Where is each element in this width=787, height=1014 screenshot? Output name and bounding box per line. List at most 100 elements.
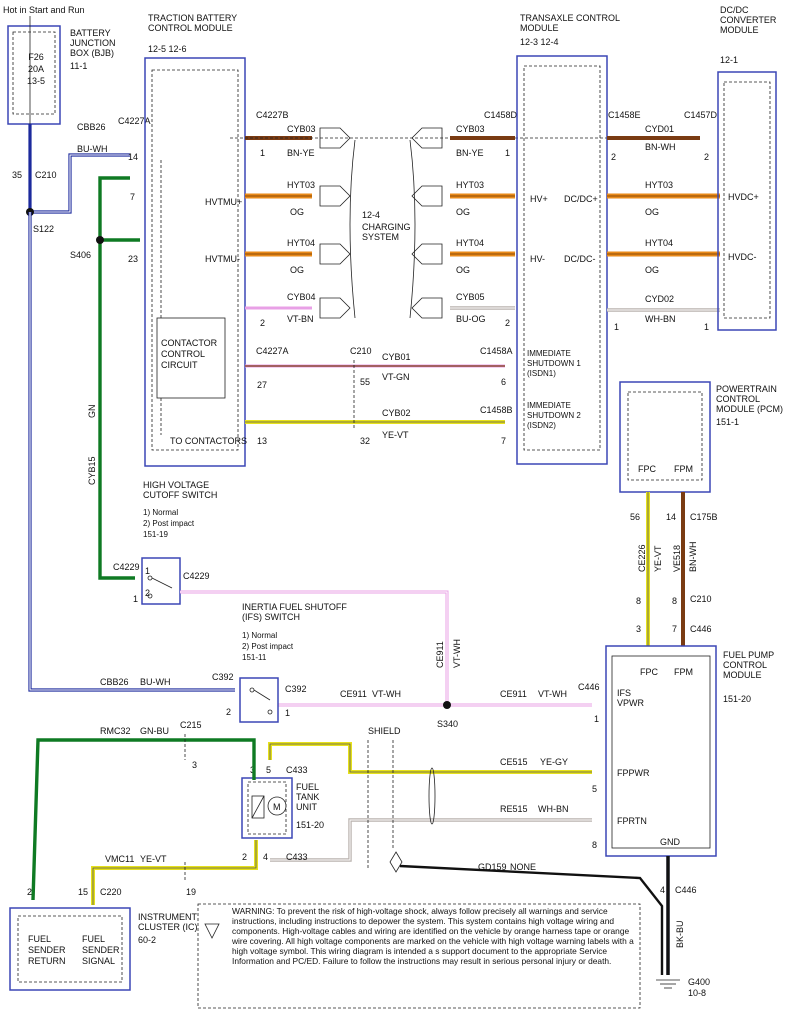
svg-text:7: 7 bbox=[501, 436, 506, 446]
bjb-box bbox=[7, 25, 61, 125]
splice-s340 bbox=[443, 701, 451, 709]
svg-text:151-20: 151-20 bbox=[723, 694, 751, 704]
svg-text:OG: OG bbox=[456, 265, 470, 275]
hv-cutoff-switch bbox=[141, 557, 181, 605]
svg-text:YE-VT: YE-VT bbox=[140, 854, 167, 864]
svg-text:12-4: 12-4 bbox=[362, 210, 380, 220]
svg-text:C220: C220 bbox=[100, 887, 122, 897]
svg-text:7: 7 bbox=[130, 192, 135, 202]
svg-text:C392: C392 bbox=[212, 672, 234, 682]
svg-text:6: 6 bbox=[501, 377, 506, 387]
svg-text:1: 1 bbox=[614, 322, 619, 332]
contactor-control-circuit bbox=[156, 317, 226, 399]
svg-text:12-1: 12-1 bbox=[720, 55, 738, 65]
svg-text:1) Normal: 1) Normal bbox=[143, 508, 178, 517]
svg-text:CYB05: CYB05 bbox=[456, 292, 485, 302]
svg-text:2: 2 bbox=[505, 318, 510, 328]
svg-text:1: 1 bbox=[145, 566, 150, 576]
svg-text:C1457D: C1457D bbox=[684, 110, 718, 120]
svg-text:7: 7 bbox=[672, 624, 677, 634]
svg-text:35: 35 bbox=[12, 170, 22, 180]
svg-text:S340: S340 bbox=[437, 719, 458, 729]
splice-s406 bbox=[96, 236, 104, 244]
svg-text:CE911: CE911 bbox=[500, 689, 527, 699]
svg-text:HYT03: HYT03 bbox=[456, 180, 484, 190]
svg-text:C210: C210 bbox=[35, 170, 57, 180]
svg-text:2: 2 bbox=[611, 152, 616, 162]
svg-text:5: 5 bbox=[266, 765, 271, 775]
svg-text:1: 1 bbox=[505, 148, 510, 158]
svg-text:1: 1 bbox=[133, 594, 138, 604]
svg-text:G400: G400 bbox=[688, 977, 710, 987]
svg-text:C446: C446 bbox=[675, 885, 697, 895]
svg-text:HV-: HV- bbox=[530, 254, 545, 264]
svg-text:FPC: FPC bbox=[640, 667, 659, 677]
svg-text:OG: OG bbox=[290, 207, 304, 217]
svg-text:2: 2 bbox=[27, 887, 32, 897]
bjb-ref: 13-5 bbox=[27, 76, 45, 86]
svg-text:151-11: 151-11 bbox=[242, 653, 267, 662]
svg-text:CE911: CE911 bbox=[435, 641, 445, 668]
instrument-cluster-box bbox=[9, 907, 131, 991]
svg-text:BU-WH: BU-WH bbox=[140, 677, 171, 687]
svg-text:HYT03: HYT03 bbox=[287, 180, 315, 190]
svg-text:151-1: 151-1 bbox=[716, 417, 739, 427]
svg-text:4: 4 bbox=[263, 852, 268, 862]
svg-text:12-3 12-4: 12-3 12-4 bbox=[520, 37, 559, 47]
tbcm-page: 12-5 12-6 bbox=[148, 44, 187, 54]
svg-text:C1458D: C1458D bbox=[484, 110, 518, 120]
svg-text:CYB01: CYB01 bbox=[382, 352, 411, 362]
svg-text:HYT03: HYT03 bbox=[645, 180, 673, 190]
svg-text:2) Post impact: 2) Post impact bbox=[242, 642, 294, 651]
svg-text:1) Normal: 1) Normal bbox=[242, 631, 277, 640]
svg-text:FPPWR: FPPWR bbox=[617, 768, 650, 778]
svg-text:C175B: C175B bbox=[690, 512, 718, 522]
svg-text:13: 13 bbox=[257, 436, 267, 446]
svg-text:BN-WH: BN-WH bbox=[645, 142, 676, 152]
svg-text:CYB02: CYB02 bbox=[382, 408, 411, 418]
svg-text:M: M bbox=[273, 802, 281, 812]
svg-text:GN: GN bbox=[87, 405, 97, 419]
svg-text:CYB04: CYB04 bbox=[287, 292, 316, 302]
svg-text:C4229: C4229 bbox=[183, 571, 210, 581]
warning-box bbox=[197, 903, 641, 1009]
svg-text:2: 2 bbox=[226, 707, 231, 717]
ifs-switch bbox=[239, 677, 279, 723]
bjb-page: 11-1 bbox=[70, 61, 87, 71]
svg-text:S122: S122 bbox=[33, 224, 54, 234]
svg-text:OG: OG bbox=[645, 207, 659, 217]
svg-text:C4227B: C4227B bbox=[256, 110, 289, 120]
svg-text:VMC11: VMC11 bbox=[105, 854, 134, 864]
warning-triangle-icon bbox=[204, 923, 220, 939]
svg-text:CYB03: CYB03 bbox=[456, 124, 485, 134]
svg-text:C433: C433 bbox=[286, 765, 308, 775]
fpcm-box bbox=[605, 645, 717, 857]
svg-text:YE-GY: YE-GY bbox=[540, 757, 568, 767]
svg-text:8: 8 bbox=[672, 596, 677, 606]
svg-text:BN-WH: BN-WH bbox=[688, 542, 698, 573]
svg-text:OG: OG bbox=[290, 265, 304, 275]
svg-text:GND: GND bbox=[660, 837, 681, 847]
ifs-name: INERTIA FUEL SHUTOFF(IFS) SWITCH bbox=[242, 602, 347, 622]
svg-text:CE226: CE226 bbox=[637, 544, 647, 572]
warning-text: WARNING: To prevent the risk of high-vol… bbox=[232, 906, 634, 966]
svg-text:HYT04: HYT04 bbox=[287, 238, 315, 248]
svg-text:SHIELD: SHIELD bbox=[368, 726, 401, 736]
svg-text:14: 14 bbox=[128, 152, 138, 162]
svg-text:C210: C210 bbox=[690, 594, 712, 604]
svg-text:5: 5 bbox=[592, 784, 597, 794]
svg-text:BN-YE: BN-YE bbox=[456, 148, 484, 158]
svg-text:NONE: NONE bbox=[510, 862, 536, 872]
svg-text:1: 1 bbox=[594, 714, 599, 724]
svg-text:WH-BN: WH-BN bbox=[645, 314, 676, 324]
tcm-box bbox=[516, 55, 608, 465]
tbcm-hvtmu-neg: HVTMU- bbox=[205, 254, 240, 264]
